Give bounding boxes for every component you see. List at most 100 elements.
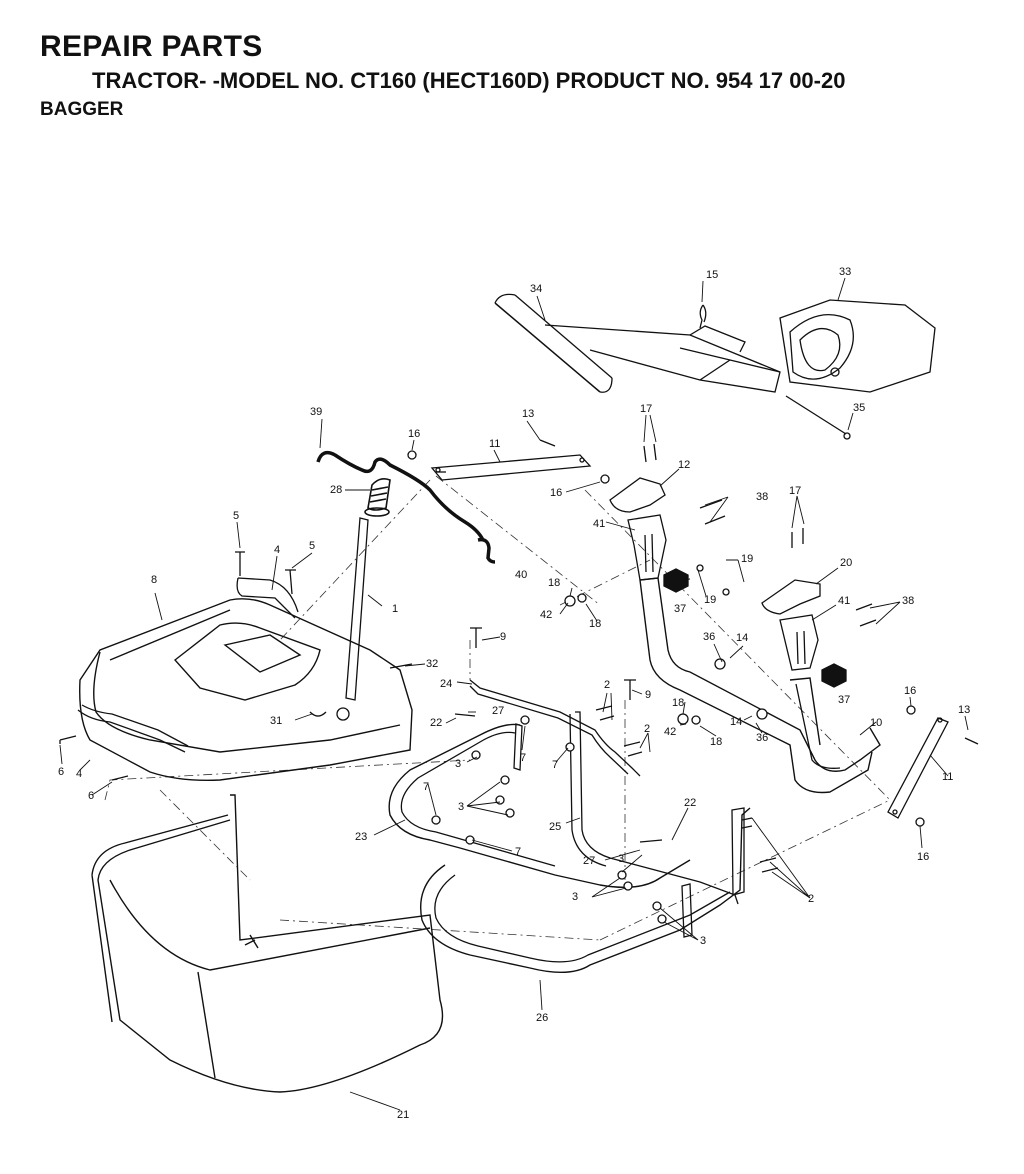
callout-42: 42 <box>540 609 552 621</box>
callout-3: 3 <box>618 853 624 865</box>
frame-23 <box>388 723 691 888</box>
callout-34: 34 <box>530 283 542 295</box>
callout-21: 21 <box>397 1109 409 1121</box>
callout-41: 41 <box>838 595 850 607</box>
callout-12: 12 <box>678 459 690 471</box>
callout-40: 40 <box>515 569 527 581</box>
callout-32: 32 <box>426 658 438 670</box>
callout-16: 16 <box>904 685 916 697</box>
frame-26 <box>420 807 751 973</box>
handle-4-side <box>77 704 189 753</box>
callout-31: 31 <box>270 715 282 727</box>
callout-3: 3 <box>700 935 706 947</box>
callout-35: 35 <box>853 402 865 414</box>
callout-3: 3 <box>572 891 578 903</box>
grass-bag-21 <box>91 794 444 1093</box>
callout-38: 38 <box>902 595 914 607</box>
callout-17: 17 <box>789 485 801 497</box>
callout-37: 37 <box>838 694 850 706</box>
callout-24: 24 <box>440 678 452 690</box>
callout-20: 20 <box>840 557 852 569</box>
callout-labels: 34 15 33 35 39 13 17 16 11 12 16 28 17 3… <box>58 266 970 1121</box>
callout-11: 11 <box>942 771 953 783</box>
callout-16: 16 <box>408 428 420 440</box>
bolts <box>59 439 979 873</box>
latch-plate-12 <box>609 477 666 513</box>
callout-7: 7 <box>552 759 558 771</box>
callout-25: 25 <box>549 821 561 833</box>
callout-16: 16 <box>550 487 562 499</box>
grip-28 <box>364 478 391 517</box>
latch-plate-20 <box>761 579 821 615</box>
callout-27: 27 <box>492 705 504 717</box>
callout-33: 33 <box>839 266 851 278</box>
callout-11: 11 <box>489 438 500 450</box>
page-title: REPAIR PARTS <box>40 30 263 63</box>
callout-4: 4 <box>76 768 82 780</box>
callout-41: 41 <box>593 518 605 530</box>
callout-17: 17 <box>640 403 652 415</box>
callout-14: 14 <box>736 632 748 644</box>
callout-19: 19 <box>741 553 753 565</box>
callout-7: 7 <box>515 846 521 858</box>
callout-23: 23 <box>355 831 367 843</box>
callout-5: 5 <box>233 510 239 522</box>
callout-13: 13 <box>958 704 970 716</box>
lift-rod-39 <box>316 450 496 564</box>
pin-35 <box>785 395 847 435</box>
callout-2: 2 <box>604 679 610 691</box>
bracket-41-right <box>779 614 819 671</box>
hardware <box>336 450 925 924</box>
callout-9: 9 <box>645 689 651 701</box>
frame-10-inner <box>795 683 841 769</box>
callout-3: 3 <box>458 801 464 813</box>
callout-2: 2 <box>644 723 650 735</box>
callout-27: 27 <box>583 855 595 867</box>
callout-18: 18 <box>710 736 722 748</box>
upright-left <box>513 723 523 771</box>
callout-7: 7 <box>520 752 526 764</box>
callout-4: 4 <box>274 544 280 556</box>
frame-25 <box>569 711 739 905</box>
hairpin-15 <box>699 304 707 329</box>
bracket-11-lower <box>887 717 949 819</box>
callout-18: 18 <box>548 577 560 589</box>
upright-lower <box>681 883 693 938</box>
model-line: TRACTOR- -MODEL NO. CT160 (HECT160D) PRO… <box>92 68 846 93</box>
section-label: BAGGER <box>40 99 124 120</box>
callout-2: 2 <box>808 893 814 905</box>
callout-15: 15 <box>706 269 718 281</box>
callout-14: 14 <box>730 716 742 728</box>
handle-4-top <box>236 577 299 619</box>
callout-6: 6 <box>58 766 64 778</box>
callout-7: 7 <box>423 781 429 793</box>
hitch-arm-assembly <box>494 293 936 393</box>
pad-37-left <box>663 568 689 593</box>
bracket-11-upper <box>430 454 592 481</box>
callout-36: 36 <box>756 732 768 744</box>
pad-37-right <box>821 663 847 688</box>
callout-38: 38 <box>756 491 768 503</box>
callout-16: 16 <box>917 851 929 863</box>
callout-37: 37 <box>674 603 686 615</box>
bracket-41-left <box>627 514 667 581</box>
frame-10 <box>639 577 881 794</box>
leader-lines <box>59 277 969 1111</box>
callout-3: 3 <box>455 758 461 770</box>
callout-19: 19 <box>704 594 716 606</box>
upright-right <box>731 807 745 896</box>
callout-22: 22 <box>430 717 442 729</box>
callout-22: 22 <box>684 797 696 809</box>
callout-5: 5 <box>309 540 315 552</box>
callout-1: 1 <box>392 603 398 615</box>
alignment-lines <box>104 475 891 941</box>
callout-28: 28 <box>330 484 342 496</box>
bagger-lid-8 <box>79 598 413 781</box>
pin-35-head <box>843 432 851 440</box>
callout-9: 9 <box>500 631 506 643</box>
callout-39: 39 <box>310 406 322 418</box>
frame-24 <box>469 679 641 777</box>
callout-18: 18 <box>589 618 601 630</box>
callout-36: 36 <box>703 631 715 643</box>
